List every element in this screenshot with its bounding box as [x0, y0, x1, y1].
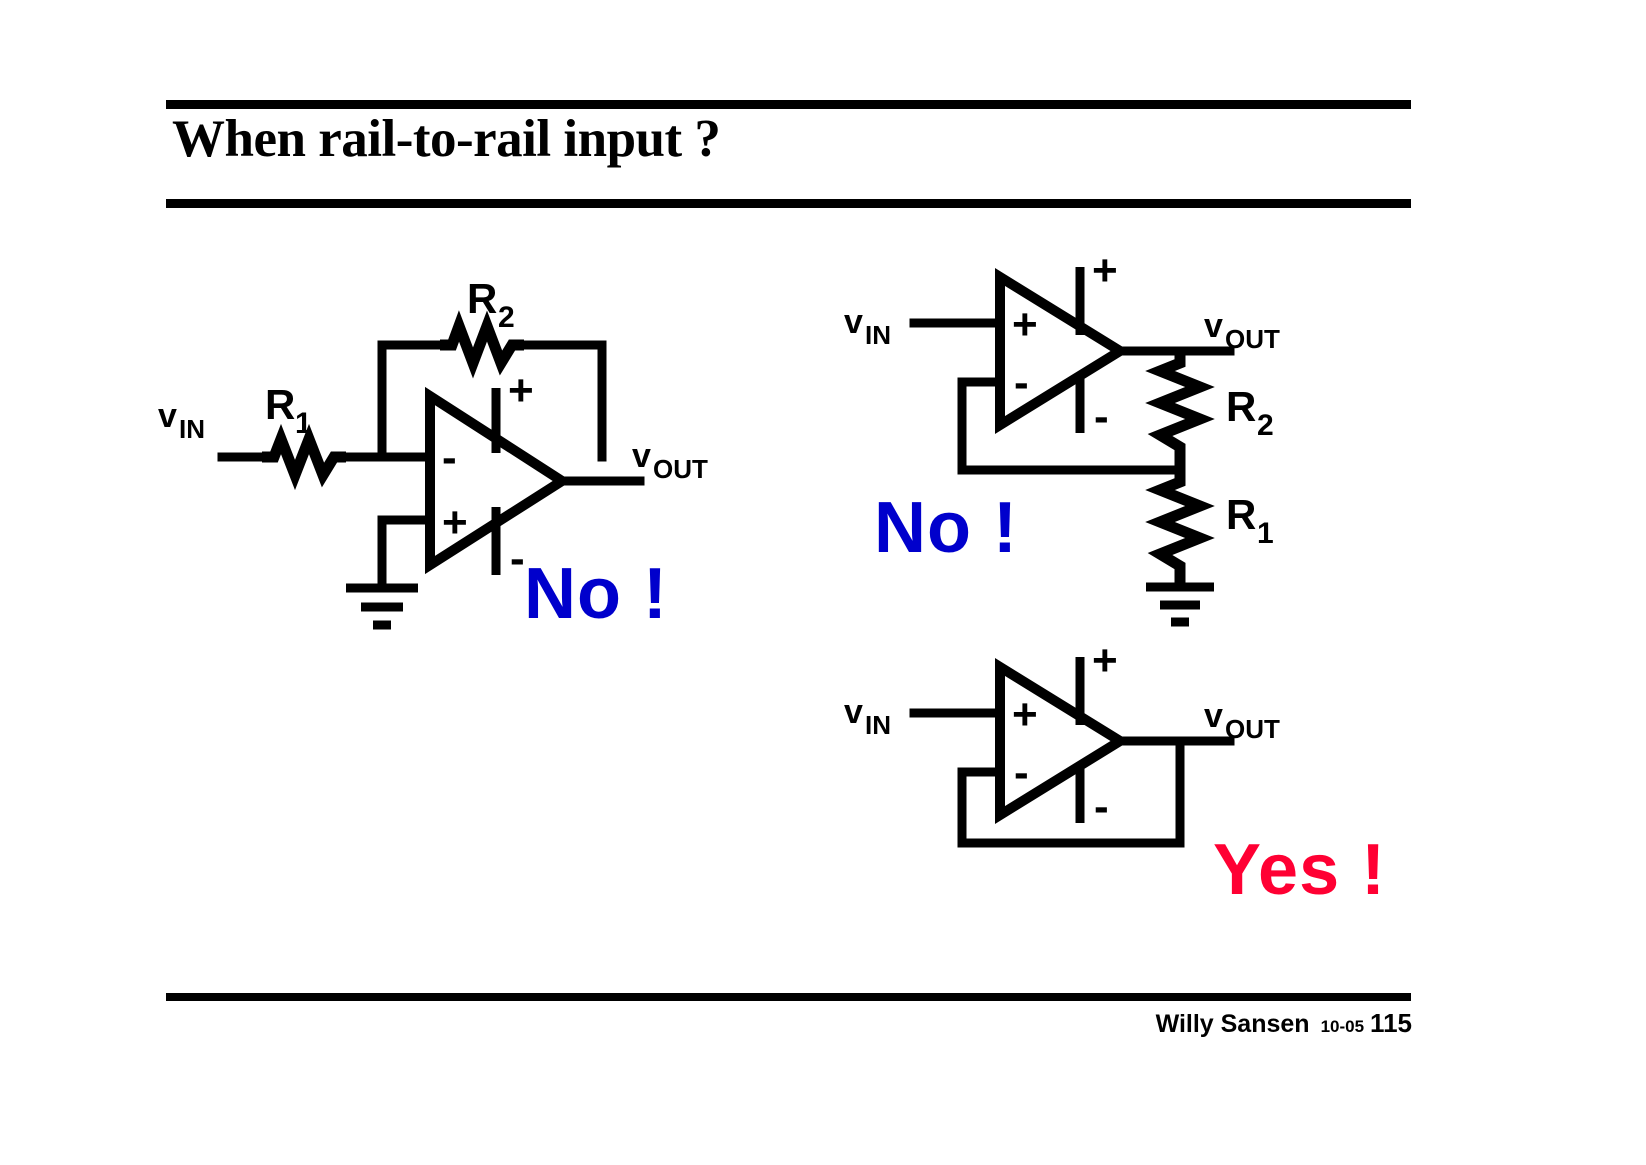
supply-negative-sign: -	[1094, 392, 1109, 441]
feedback-wire-left	[377, 340, 445, 462]
vin-label: v	[844, 693, 863, 731]
vin-label: v	[844, 303, 863, 341]
noninverting-to-ground-wire	[377, 515, 435, 590]
inverting-amplifier-svg: v IN R 1 R 2	[158, 275, 708, 630]
ground-symbol	[1146, 582, 1214, 627]
non-inverting-amplifier-svg: v IN + -	[844, 246, 1280, 627]
opamp-triangle	[995, 658, 1130, 824]
vin-label: v	[158, 397, 177, 435]
r1-label: R	[265, 381, 295, 428]
vout-label: v	[1204, 307, 1223, 345]
r2-label: R	[467, 275, 497, 322]
unity-gain-buffer-svg: v IN + - + - v OUT	[844, 636, 1280, 848]
opamp-inverting-sign: -	[1014, 358, 1029, 407]
verdict-buffer: Yes !	[1213, 830, 1387, 910]
vout-subscript: OUT	[1225, 714, 1280, 744]
footer-rule	[166, 993, 1411, 1001]
vout-subscript: OUT	[653, 454, 708, 484]
resistor-r1-symbol	[1145, 470, 1215, 585]
supply-negative-sign: -	[510, 534, 525, 583]
r2-subscript: 2	[1257, 409, 1274, 442]
opamp-noninverting-sign: +	[442, 498, 468, 547]
vin-subscript: IN	[179, 414, 205, 444]
circuit-unity-gain-buffer: v IN + - + - v OUT	[830, 636, 1350, 875]
opamp-inverting-sign: -	[442, 433, 457, 482]
r1-subscript: 1	[1257, 517, 1274, 550]
r2-label: R	[1226, 383, 1256, 430]
vout-subscript: OUT	[1225, 324, 1280, 354]
supply-positive-sign: +	[508, 366, 534, 415]
r2-subscript: 2	[498, 301, 515, 334]
verdict-inverting: No !	[524, 554, 668, 634]
footer-page-number: 115	[1370, 1008, 1412, 1038]
opamp-triangle	[995, 268, 1130, 434]
title-rule-top	[166, 100, 1411, 109]
page-title: When rail-to-rail input ?	[172, 110, 721, 168]
ground-symbol	[346, 583, 418, 630]
footer: Willy Sansen 10-05 115	[1156, 1008, 1412, 1039]
circuit-inverting-amplifier: v IN R 1 R 2	[150, 255, 770, 645]
vout-label: v	[632, 437, 651, 475]
supply-positive-sign: +	[1092, 636, 1118, 685]
opamp-noninverting-sign: +	[1012, 300, 1038, 349]
title-rule-bottom	[166, 199, 1411, 208]
vout-label: v	[1204, 697, 1223, 735]
opamp-inverting-sign: -	[1014, 748, 1029, 797]
supply-positive-sign: +	[1092, 246, 1118, 295]
r1-label: R	[1226, 491, 1256, 538]
supply-negative-sign: -	[1094, 782, 1109, 831]
feedback-loop-wire	[957, 377, 1185, 475]
resistor-r2-symbol	[1145, 351, 1215, 470]
circuit-non-inverting-amplifier: v IN + -	[830, 246, 1350, 635]
resistor-r1-symbol	[262, 423, 346, 491]
resistor-r2-symbol	[440, 310, 524, 379]
opamp-noninverting-sign: +	[1012, 690, 1038, 739]
footer-author: Willy Sansen	[1155, 1010, 1310, 1038]
verdict-noninverting: No !	[874, 488, 1018, 568]
feedback-wire-right	[519, 340, 607, 462]
vin-subscript: IN	[865, 710, 891, 740]
footer-date: 10-05	[1320, 1017, 1365, 1036]
feedback-wire	[957, 736, 1185, 848]
vin-subscript: IN	[865, 320, 891, 350]
